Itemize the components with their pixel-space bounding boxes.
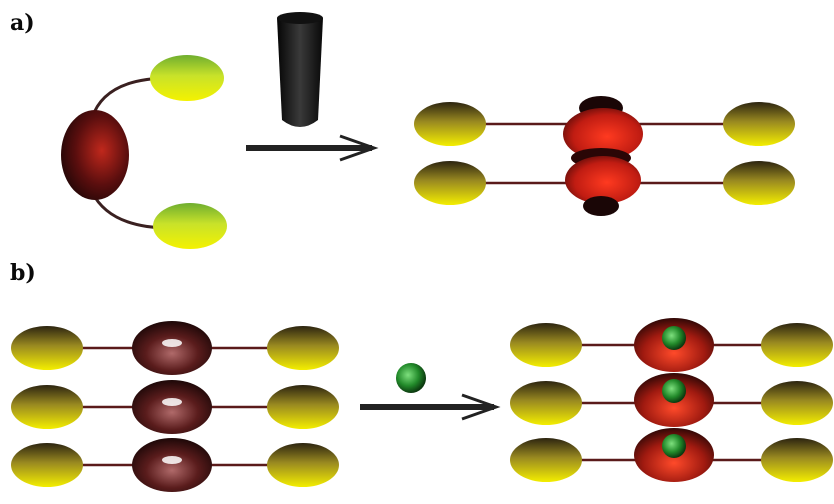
end-group xyxy=(153,203,227,249)
panel-a-label: a) xyxy=(10,10,35,36)
torus-stack xyxy=(132,321,212,492)
end-group xyxy=(761,381,833,425)
torus-hub xyxy=(132,380,212,434)
torus-hub xyxy=(132,438,212,492)
end-group xyxy=(267,443,339,487)
guest-sphere xyxy=(662,326,686,350)
end-group xyxy=(150,55,224,101)
host-guest-stack xyxy=(634,318,714,482)
panel-a xyxy=(61,12,795,249)
end-group xyxy=(414,161,486,205)
guest-sphere xyxy=(662,379,686,403)
end-group xyxy=(510,381,582,425)
end-group xyxy=(414,102,486,146)
end-group xyxy=(11,443,83,487)
panel-b-label: b) xyxy=(10,260,36,286)
end-group xyxy=(761,323,833,367)
metal-hub xyxy=(61,110,129,200)
end-group xyxy=(11,385,83,429)
end-group xyxy=(723,161,795,205)
end-group xyxy=(11,326,83,370)
torus-hub xyxy=(132,321,212,375)
green-sphere-icon xyxy=(396,363,426,393)
panel-b xyxy=(11,318,833,492)
end-group xyxy=(761,438,833,482)
end-group xyxy=(723,102,795,146)
guest-sphere xyxy=(662,434,686,458)
right-arrow-icon xyxy=(360,393,501,421)
end-group xyxy=(267,326,339,370)
stacked-metal-hub xyxy=(563,96,643,216)
right-arrow-icon xyxy=(246,134,379,162)
tapered-column-icon xyxy=(277,12,323,127)
end-group xyxy=(267,385,339,429)
end-group xyxy=(510,323,582,367)
end-group xyxy=(510,438,582,482)
